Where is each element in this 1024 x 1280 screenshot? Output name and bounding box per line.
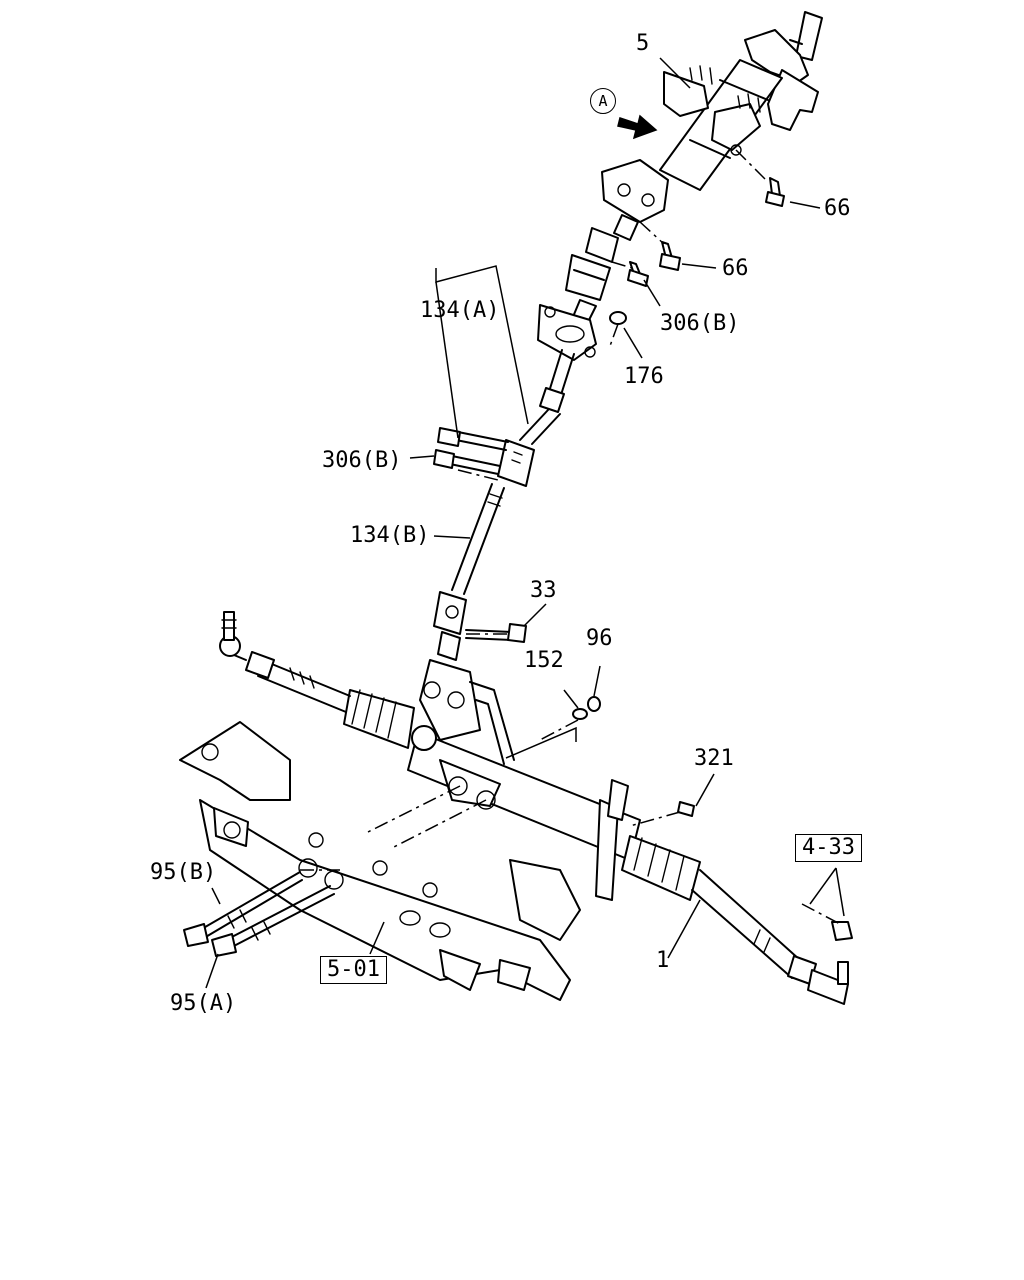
intermediate-shaft-lower bbox=[433, 483, 505, 661]
callout-321: 321 bbox=[694, 746, 734, 771]
steering-column bbox=[601, 11, 823, 223]
right-tie-rod bbox=[621, 835, 849, 1005]
callout-66-lower: 66 bbox=[722, 256, 749, 281]
callout-1: 1 bbox=[656, 948, 670, 973]
callout-95b: 95(B) bbox=[150, 860, 217, 885]
reference-box-5-01: 5-01 bbox=[320, 956, 387, 984]
leader-lines bbox=[205, 57, 845, 989]
callout-96: 96 bbox=[586, 626, 613, 651]
callout-306b-upper: 306(B) bbox=[660, 311, 740, 336]
callout-134b: 134(B) bbox=[350, 523, 430, 548]
steering-gear-housing bbox=[407, 659, 641, 901]
callout-134a: 134(A) bbox=[420, 298, 500, 323]
view-direction-arrow-icon bbox=[617, 114, 658, 140]
callout-176: 176 bbox=[624, 364, 664, 389]
callout-66-upper: 66 bbox=[824, 196, 851, 221]
fasteners bbox=[183, 177, 853, 957]
alignment-lines bbox=[300, 149, 841, 925]
callout-33: 33 bbox=[530, 578, 557, 603]
callout-306b-lower: 306(B) bbox=[322, 448, 402, 473]
callout-152: 152 bbox=[524, 648, 564, 673]
front-crossmember bbox=[179, 721, 581, 1001]
callout-95a: 95(A) bbox=[170, 991, 237, 1016]
reference-box-4-33: 4-33 bbox=[795, 834, 862, 862]
intermediate-shaft-upper bbox=[497, 214, 639, 487]
callout-5: 5 bbox=[636, 31, 650, 56]
left-tie-rod bbox=[219, 611, 415, 749]
view-marker-a: A bbox=[590, 88, 616, 114]
